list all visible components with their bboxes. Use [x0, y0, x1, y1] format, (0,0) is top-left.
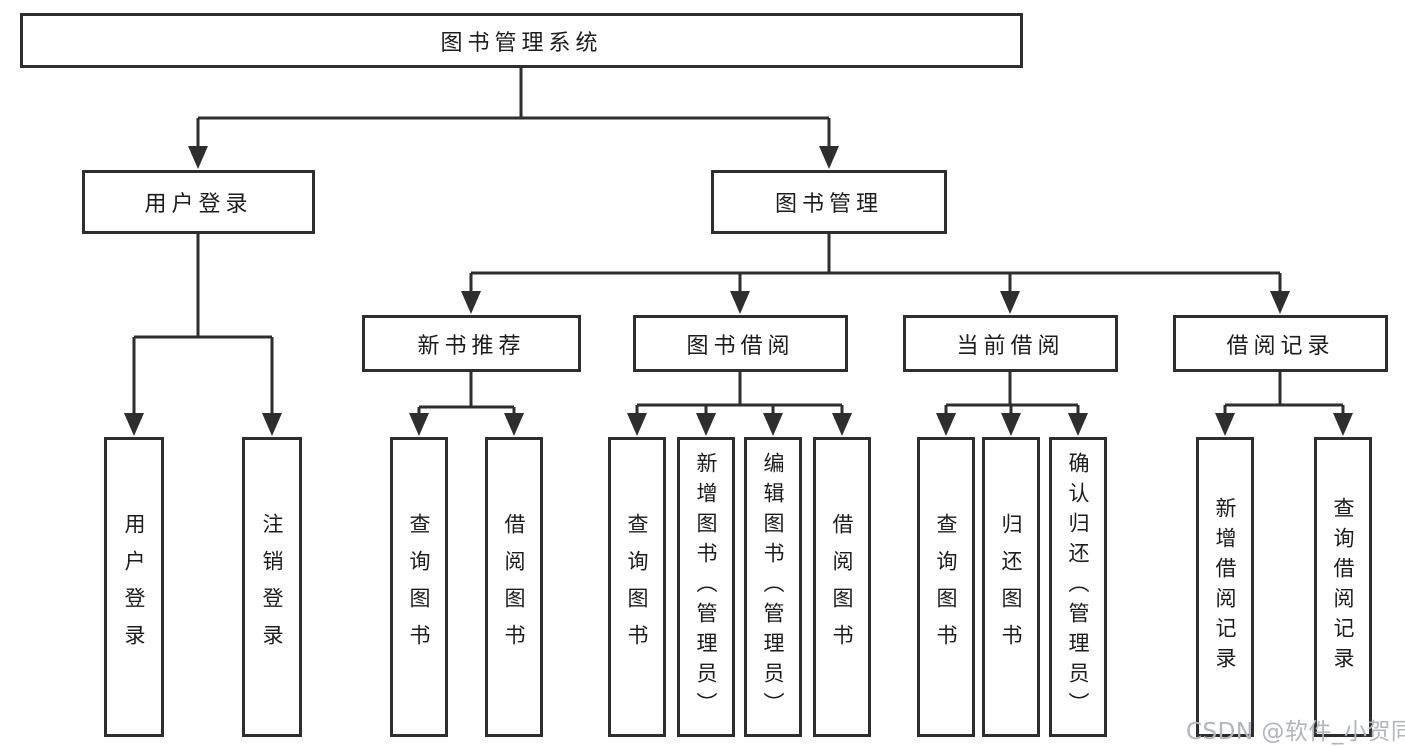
leaf-user-login: 用户登录: [104, 437, 164, 737]
leaf-current-query-book: 查询图书: [917, 437, 975, 737]
node-borrow-records-label: 借阅记录: [1226, 333, 1335, 359]
leaf-records-add-record: 新增借阅记录: [1196, 437, 1254, 737]
node-user-login-label: 用户登录: [144, 192, 253, 217]
node-new-book-recommend: 新书推荐: [362, 315, 581, 372]
node-borrow-records: 借阅记录: [1173, 315, 1388, 372]
leaf-borrow-edit-book-admin: 编辑图书（管理员）: [744, 437, 802, 737]
leaf-recommend-query-book-label: 查询图书: [407, 513, 431, 661]
node-current-borrow: 当前借阅: [903, 315, 1118, 372]
leaf-records-query-record-label: 查询借阅记录: [1331, 497, 1355, 677]
node-root: 图书管理系统: [20, 13, 1023, 68]
leaf-current-confirm-return-admin-label: 确认归还（管理员）: [1066, 452, 1090, 722]
leaf-logout-label: 注销登录: [260, 513, 284, 661]
leaf-records-query-record: 查询借阅记录: [1314, 437, 1372, 737]
leaf-recommend-query-book: 查询图书: [390, 437, 448, 737]
leaf-borrow-edit-book-admin-label: 编辑图书（管理员）: [761, 452, 785, 722]
node-new-book-recommend-label: 新书推荐: [417, 333, 526, 359]
leaf-current-confirm-return-admin: 确认归还（管理员）: [1049, 437, 1107, 737]
leaf-user-login-label: 用户登录: [122, 513, 146, 661]
leaf-records-add-record-label: 新增借阅记录: [1213, 497, 1237, 677]
node-book-borrow: 图书借阅: [633, 315, 848, 372]
node-book-borrow-label: 图书借阅: [686, 333, 795, 359]
leaf-borrow-borrow-book: 借阅图书: [813, 437, 871, 737]
leaf-recommend-borrow-book: 借阅图书: [485, 437, 543, 737]
node-user-login: 用户登录: [82, 170, 315, 234]
leaf-current-query-book-label: 查询图书: [934, 513, 958, 661]
watermark: CSDN @软件_小贺同学: [1186, 719, 1405, 745]
node-root-label: 图书管理系统: [440, 30, 603, 56]
node-book-management-label: 图书管理: [774, 192, 883, 217]
leaf-logout: 注销登录: [242, 437, 302, 737]
leaf-recommend-borrow-book-label: 借阅图书: [502, 513, 526, 661]
leaf-borrow-query-book-label: 查询图书: [625, 513, 649, 661]
leaf-borrow-query-book: 查询图书: [608, 437, 666, 737]
node-current-borrow-label: 当前借阅: [956, 333, 1065, 359]
leaf-borrow-add-book-admin-label: 新增图书（管理员）: [694, 452, 718, 722]
leaf-current-return-book-label: 归还图书: [999, 513, 1023, 661]
leaf-current-return-book: 归还图书: [982, 437, 1040, 737]
leaf-borrow-add-book-admin: 新增图书（管理员）: [677, 437, 735, 737]
leaf-borrow-borrow-book-label: 借阅图书: [830, 513, 854, 661]
node-book-management: 图书管理: [711, 170, 947, 234]
